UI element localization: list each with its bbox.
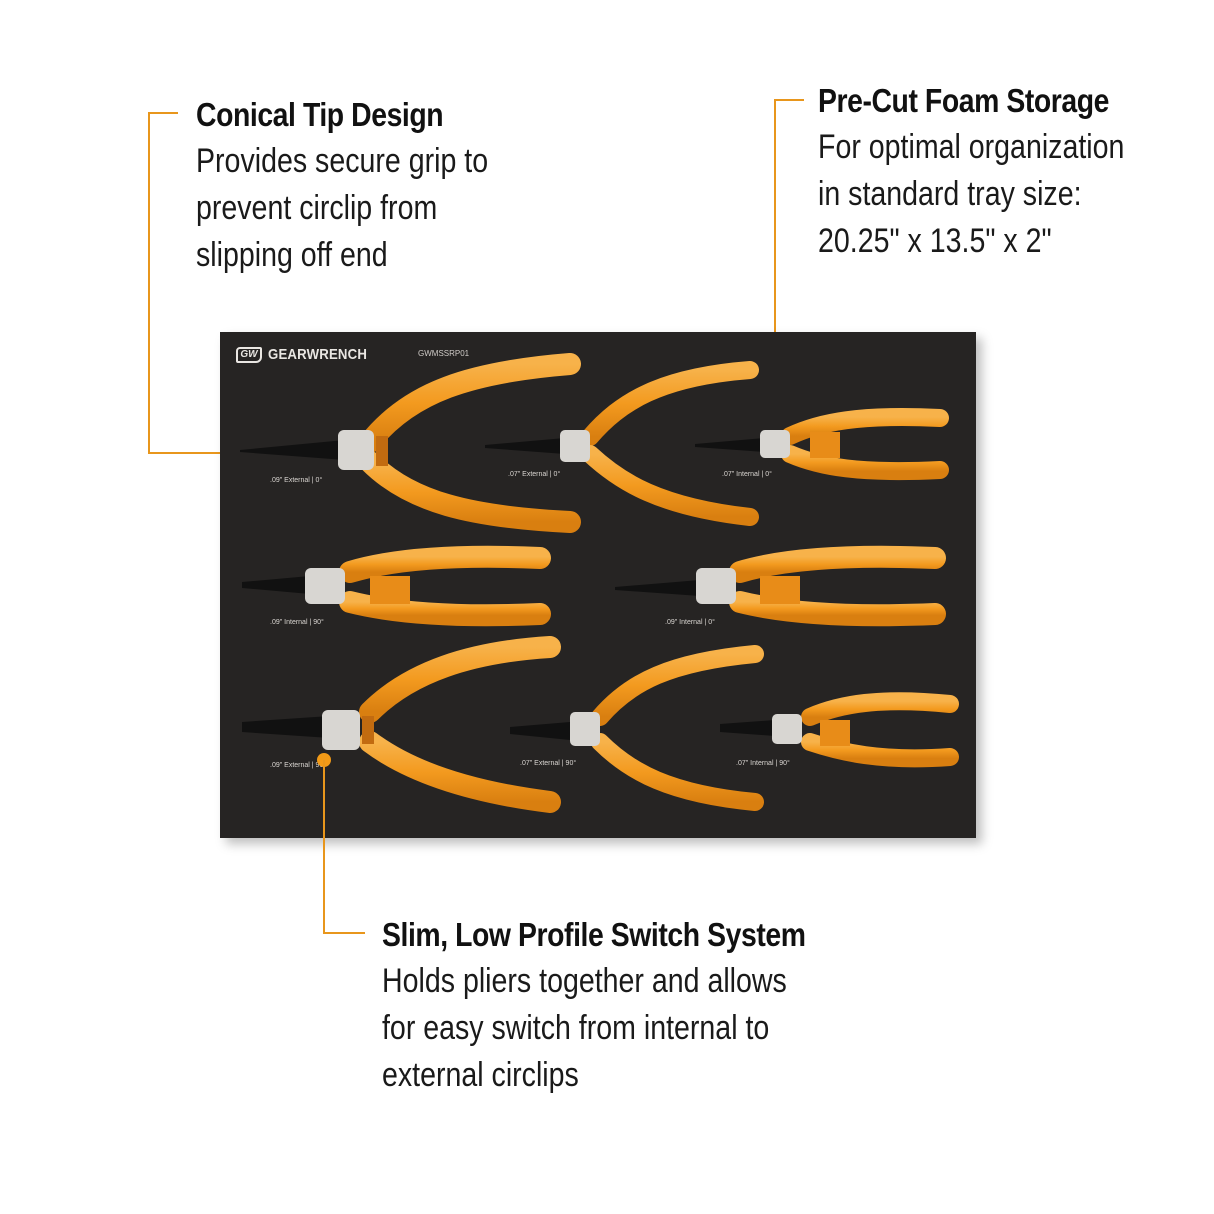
plier-label: .07" Internal | 90° [736,760,790,767]
callout-foam-storage: Pre-Cut Foam Storage For optimal organiz… [818,78,1183,265]
plier-label: .09" Internal | 90° [270,619,324,626]
pliers-illustration [240,353,959,813]
callout-body-line: Provides secure grip to [196,142,489,180]
foam-tray: GW GEARWRENCH GWMSSRP01 [220,332,976,838]
gw-logo-icon: GW [236,346,262,363]
plier-09-internal-0 [615,545,946,627]
plier-09-internal-90 [242,545,551,627]
plier-label: .09" Internal | 0° [665,619,715,626]
callout-body-line: 20.25" x 13.5" x 2" [818,222,1052,260]
tray-sku: GWMSSRP01 [418,349,470,358]
callout-line-foam-v [774,99,776,339]
plier-label: .09" External | 0° [270,477,323,484]
callout-body-line: in standard tray size: [818,175,1082,213]
callout-body-line: external circlips [382,1056,579,1094]
callout-conical-tip: Conical Tip Design Provides secure grip … [196,92,544,279]
callout-body-line: For optimal organization [818,128,1125,166]
plier-09-external-0 [240,353,581,533]
brand-name: GEARWRENCH [268,346,368,363]
callout-body-line: for easy switch from internal to [382,1009,770,1047]
callout-title: Slim, Low Profile Switch System [382,916,806,953]
plier-07-external-0 [485,361,759,526]
callout-line-conical-h-top [148,112,178,114]
plier-label: .07" External | 0° [508,471,561,478]
callout-switch-system: Slim, Low Profile Switch System Holds pl… [382,912,874,1099]
plier-label: .09" External | 90° [270,762,327,769]
plier-07-internal-90 [720,692,959,768]
plier-label: .07" Internal | 0° [722,471,772,478]
callout-title: Pre-Cut Foam Storage [818,82,1110,119]
plier-07-internal-0 [695,407,949,481]
callout-line-foam-h [774,99,804,101]
plier-07-external-90 [510,645,764,811]
plier-label: .07" External | 90° [520,760,577,767]
callout-title: Conical Tip Design [196,96,444,133]
callout-line-conical-v [148,112,150,454]
callout-body-line: prevent circlip from [196,189,438,227]
callout-body-line: slipping off end [196,236,388,274]
brand-logo: GW GEARWRENCH [236,346,381,363]
callout-body-line: Holds pliers together and allows [382,962,787,1000]
callout-line-conical-h-bottom [148,452,244,454]
callout-line-switch-v [323,760,325,934]
plier-09-external-90 [242,636,561,813]
callout-line-switch-h [323,932,365,934]
